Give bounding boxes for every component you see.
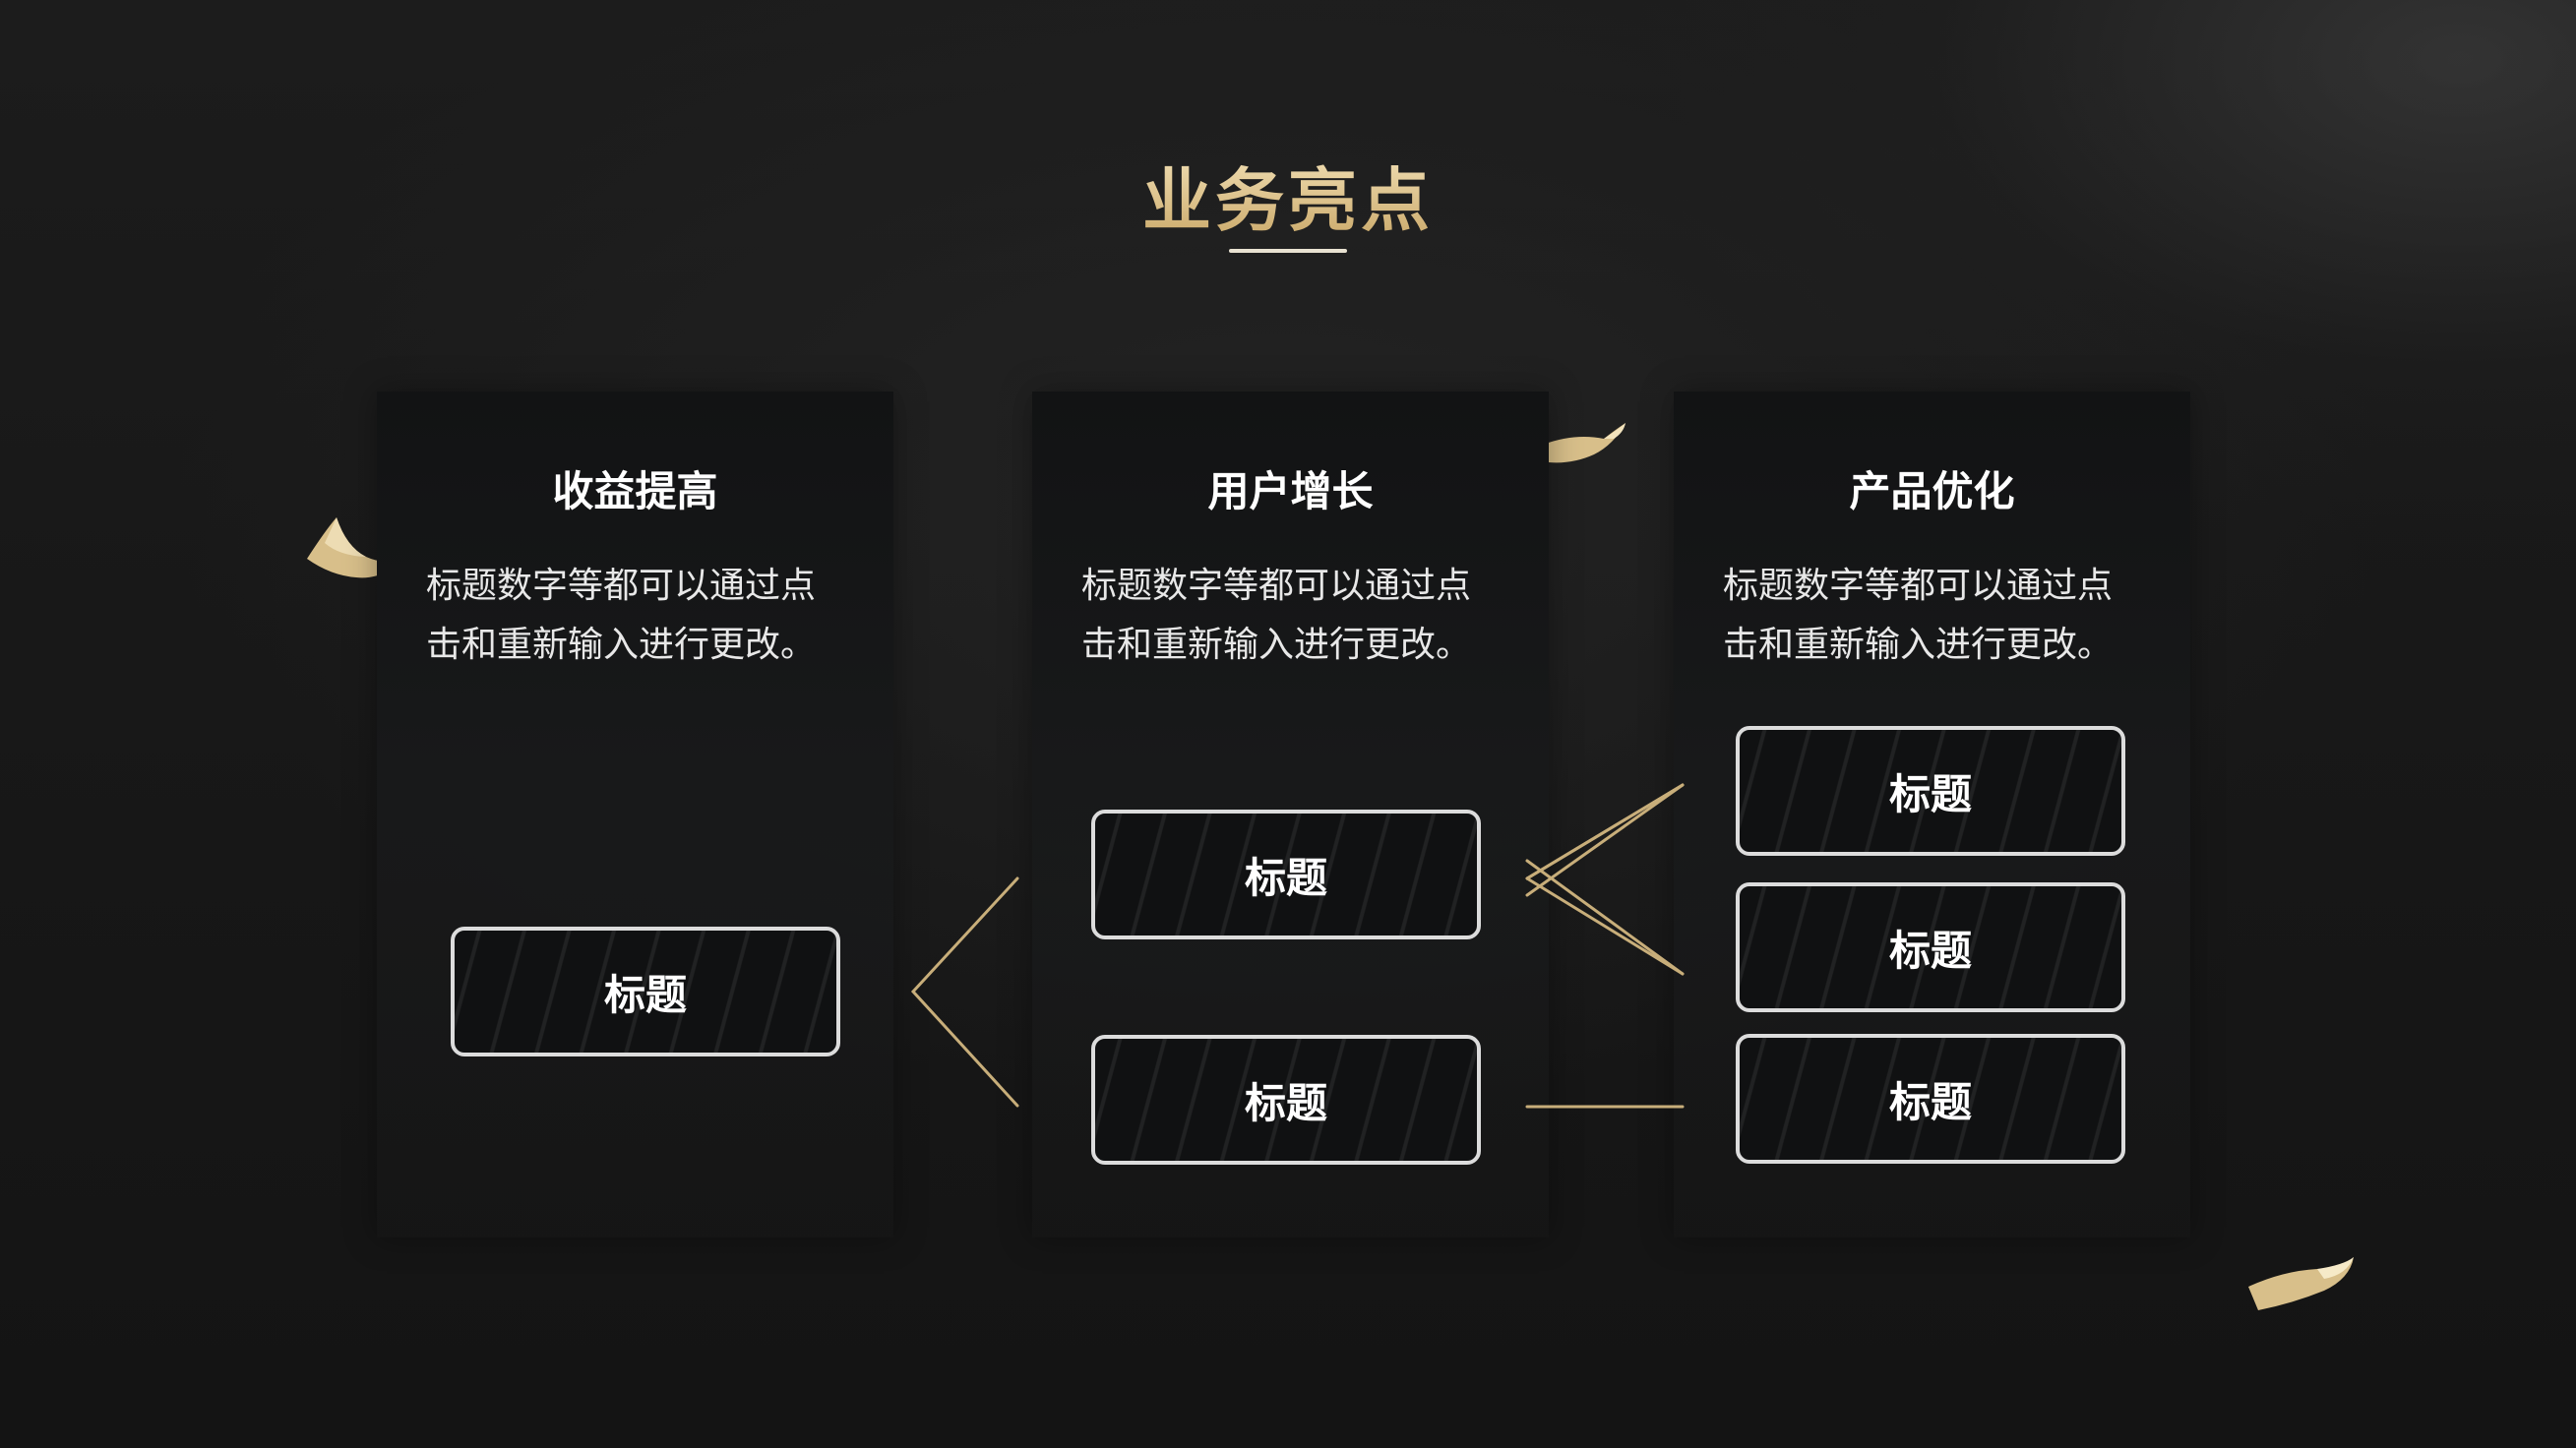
- title-underline: [1229, 249, 1347, 253]
- tag-button-product-2[interactable]: 标题: [1736, 882, 2125, 1012]
- connector-branch-1-to-2: [910, 876, 1019, 1108]
- column-heading: 收益提高: [552, 467, 718, 515]
- tag-button-product-3[interactable]: 标题: [1736, 1034, 2125, 1164]
- tag-button-growth-1[interactable]: 标题: [1091, 810, 1481, 939]
- connector-branch-2-to-3-middle: [1525, 876, 1685, 976]
- column-heading: 用户增长: [1207, 467, 1374, 515]
- connector-cross-b: [1525, 783, 1685, 897]
- column-heading: 产品优化: [1849, 467, 2015, 515]
- tag-button-product-1[interactable]: 标题: [1736, 726, 2125, 856]
- connector-cross-a: [1525, 859, 1685, 976]
- connector-branch-2-to-3-cross: [1525, 783, 1685, 880]
- column-description: 标题数字等都可以通过点击和重新输入进行更改。: [1081, 566, 1472, 665]
- gold-ribbon-decoration: [2248, 1257, 2354, 1310]
- connector-branch-2-to-3-top: [1525, 783, 1685, 880]
- column-description: 标题数字等都可以通过点击和重新输入进行更改。: [426, 566, 817, 665]
- gold-ribbon-decoration: [325, 517, 366, 557]
- tag-button-revenue-1[interactable]: 标题: [451, 927, 840, 1056]
- gold-ribbon-decoration: [1543, 423, 1625, 463]
- column-description: 标题数字等都可以通过点击和重新输入进行更改。: [1723, 566, 2114, 665]
- column-revenue: 收益提高 标题数字等都可以通过点击和重新输入进行更改。: [377, 392, 893, 1237]
- tag-button-growth-2[interactable]: 标题: [1091, 1035, 1481, 1165]
- page-title: 业务亮点: [0, 146, 2576, 245]
- gold-ribbon-decoration: [1604, 423, 1625, 439]
- gold-ribbon-decoration: [2317, 1257, 2354, 1279]
